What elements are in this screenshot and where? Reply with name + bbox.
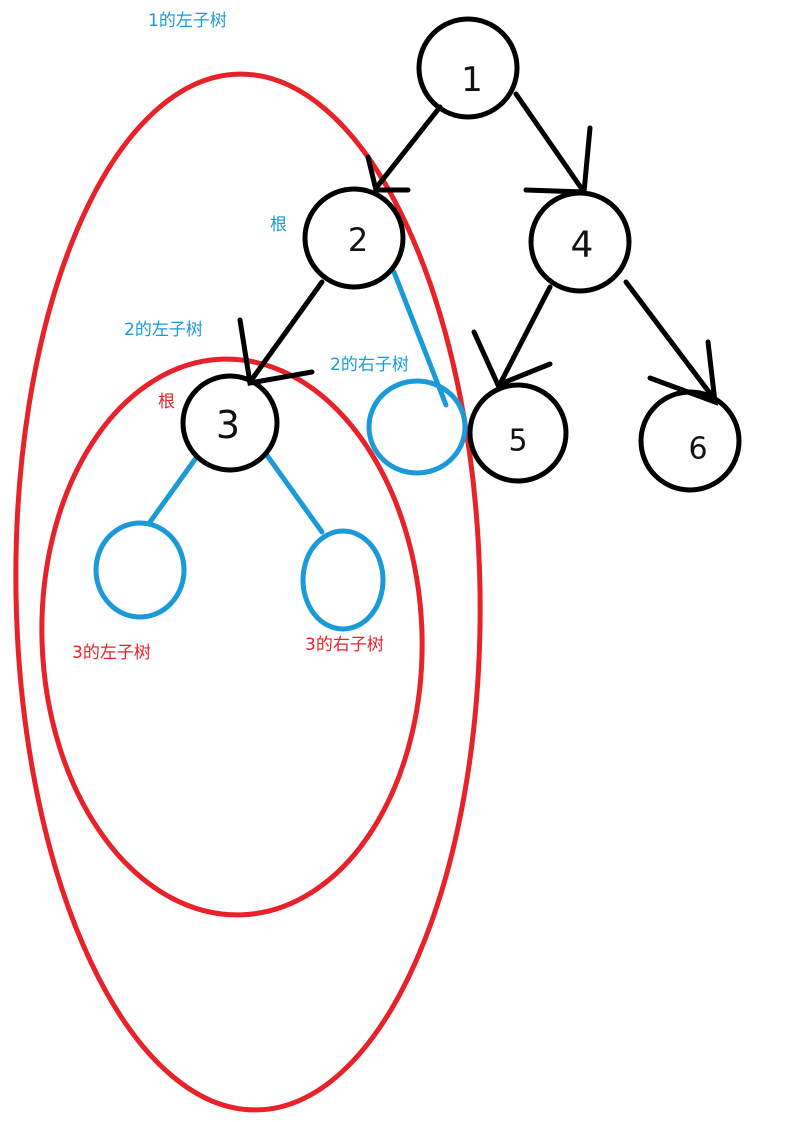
edge-4-6 bbox=[623, 279, 718, 406]
label-root-2: 根 bbox=[270, 215, 287, 235]
edge-1-2 bbox=[365, 104, 443, 193]
empty-subtree-3-left bbox=[93, 520, 187, 620]
empty-subtree-2-right bbox=[366, 378, 468, 476]
left-subtree-of-1-outline bbox=[13, 71, 483, 1113]
node-3-label: 3 bbox=[216, 403, 240, 447]
node-1-label: 1 bbox=[461, 60, 483, 100]
label-left-subtree-of-3: 3的左子树 bbox=[72, 643, 151, 663]
label-left-subtree-of-2: 2的左子树 bbox=[124, 320, 203, 340]
edge-3-empty-left bbox=[147, 455, 199, 525]
label-right-subtree-of-3: 3的右子树 bbox=[305, 635, 384, 655]
tree-node-5: 5 bbox=[467, 382, 569, 484]
label-root-3: 根 bbox=[158, 392, 175, 412]
tree-node-3: 3 bbox=[180, 373, 280, 473]
label-left-subtree-of-1: 1的左子树 bbox=[148, 11, 227, 31]
node-5-label: 5 bbox=[508, 424, 527, 459]
node-4-label: 4 bbox=[571, 225, 594, 266]
node-2-label: 2 bbox=[348, 221, 368, 259]
label-right-subtree-of-2: 2的右子树 bbox=[330, 355, 409, 375]
edge-4-5 bbox=[471, 284, 553, 389]
node-6-label: 6 bbox=[688, 432, 707, 467]
edge-1-4 bbox=[513, 91, 593, 195]
left-subtree-of-2-outline bbox=[39, 356, 425, 918]
tree-node-1: 1 bbox=[416, 16, 520, 120]
tree-node-2: 2 bbox=[302, 186, 406, 290]
edge-3-empty-right bbox=[263, 451, 325, 535]
tree-node-4: 4 bbox=[528, 190, 632, 294]
empty-subtree-3-right bbox=[300, 528, 386, 632]
tree-node-6: 6 bbox=[638, 389, 742, 493]
